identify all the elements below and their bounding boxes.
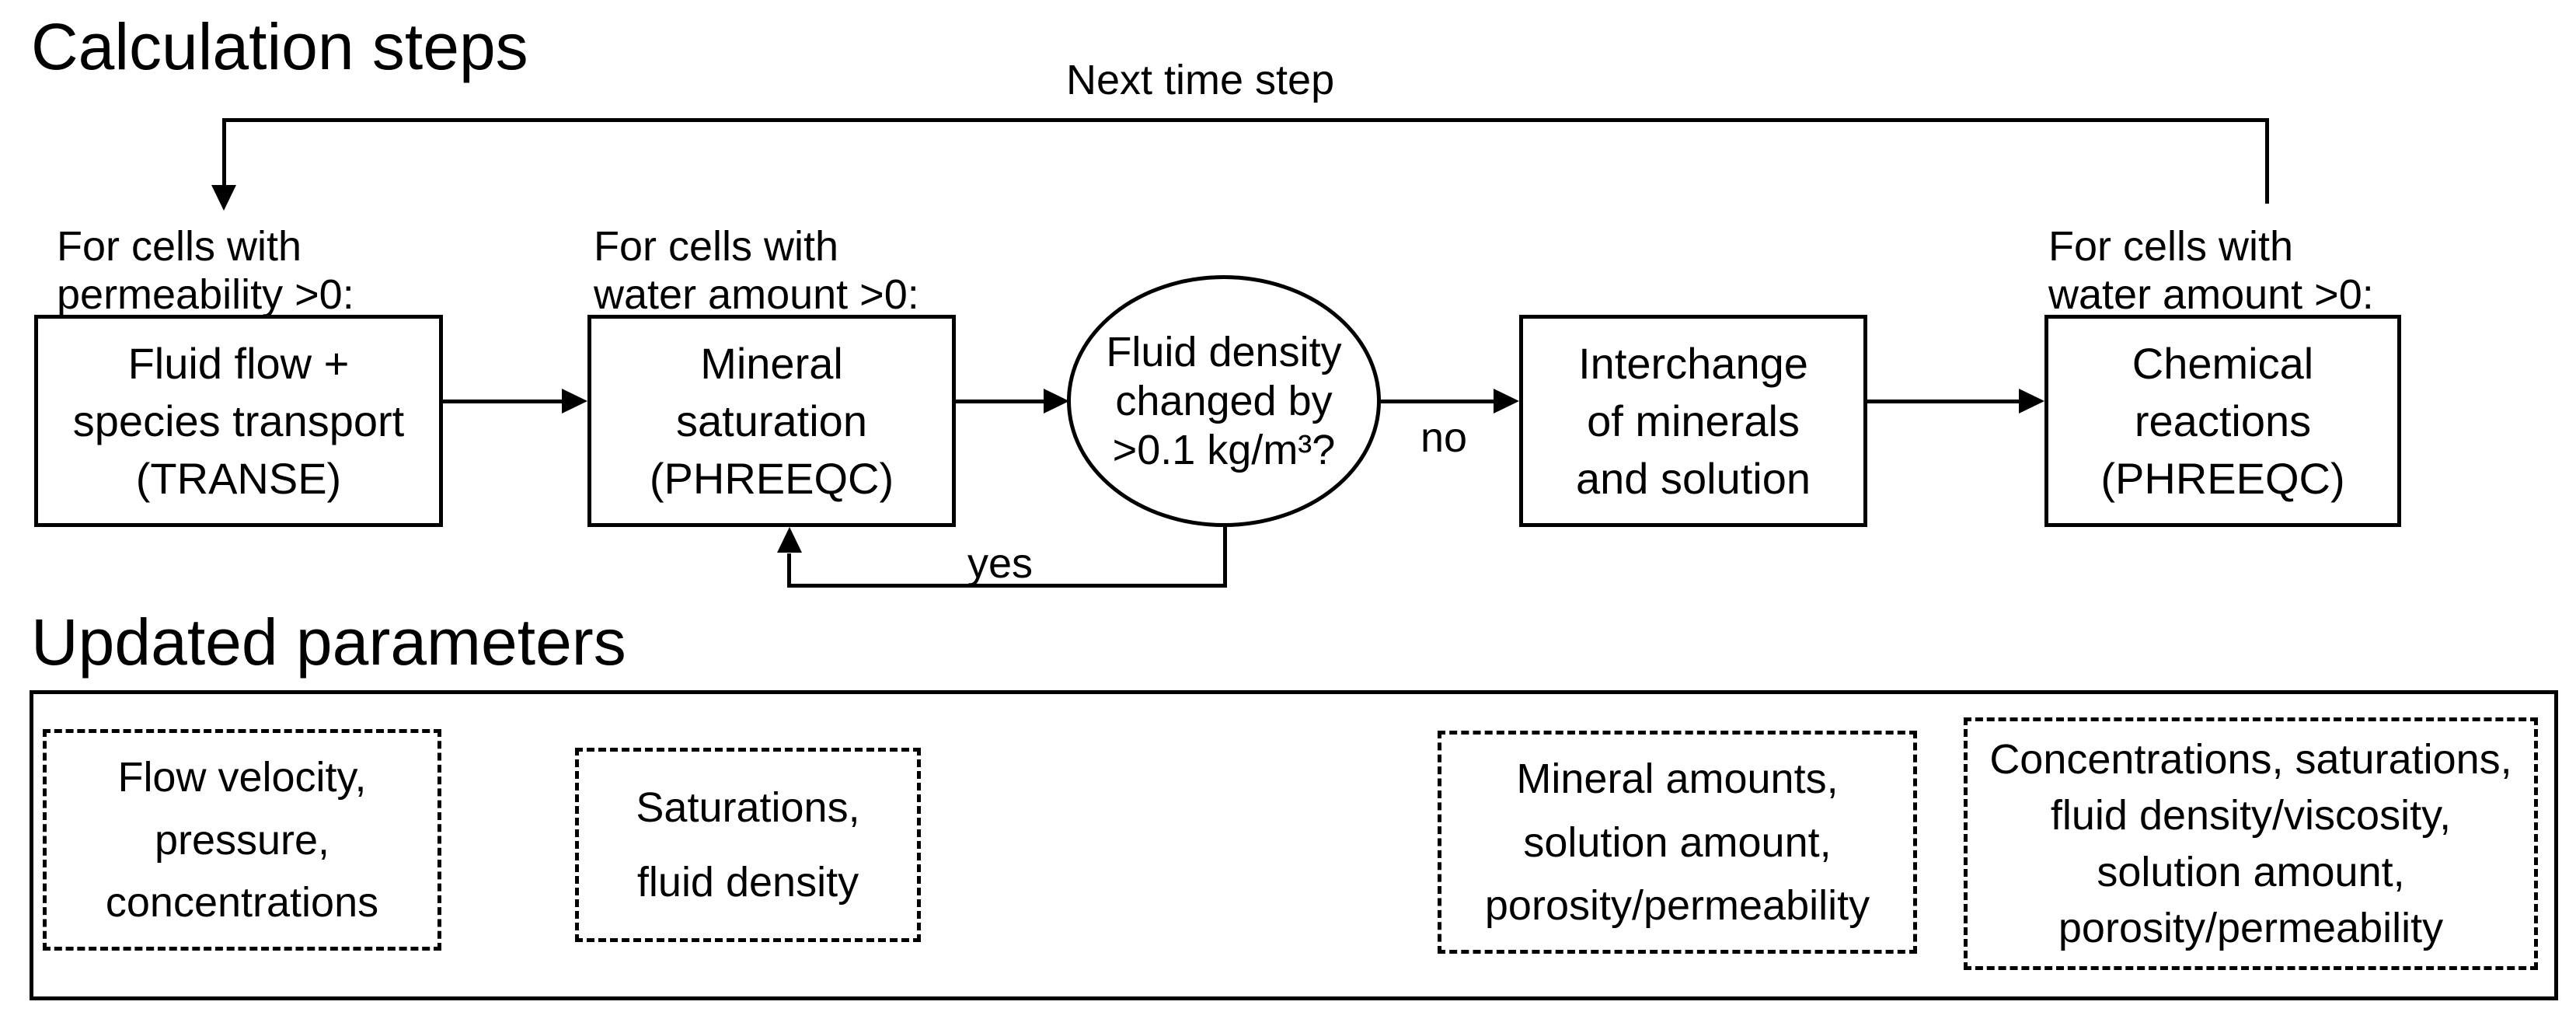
node-text-line: (TRANSE) <box>135 453 342 503</box>
node-text-line: Fluid flow + <box>127 338 350 388</box>
param-line: solution amount, <box>1523 818 1832 866</box>
node-text-line: Fluid density <box>1106 328 1342 375</box>
param-line: porosity/permeability <box>1484 881 1870 929</box>
condition-line: water amount >0: <box>594 271 919 318</box>
loop-line-horizontal <box>222 118 2269 122</box>
param-group-reactions: Concentrations, saturations, fluid densi… <box>1964 717 2538 970</box>
node-text-line: Mineral <box>700 338 843 388</box>
param-group-interchange: Mineral amounts, solution amount, porosi… <box>1438 731 1917 954</box>
arrowhead-right-icon <box>562 389 587 414</box>
node-text-line: and solution <box>1575 453 1811 503</box>
yes-loop-down-vertical <box>1223 525 1227 588</box>
node-fluid-flow-transport: Fluid flow + species transport (TRANSE) <box>34 315 443 527</box>
param-line: Flow velocity, <box>117 753 367 801</box>
node-text-line: Chemical <box>2132 338 2314 388</box>
updated-parameters-box <box>30 690 2558 1000</box>
condition-line: For cells with <box>57 223 302 270</box>
param-line: concentrations <box>105 879 379 927</box>
node-interchange: Interchange of minerals and solution <box>1519 315 1867 527</box>
node-text-line: (PHREEQC) <box>2100 453 2345 503</box>
condition-label-water-amount-1: For cells with water amount >0: <box>594 222 919 319</box>
condition-line: permeability >0: <box>57 271 354 318</box>
arrowhead-right-icon <box>1494 389 1519 414</box>
node-text-line: saturation <box>676 396 867 445</box>
node-text-line: changed by <box>1115 377 1333 424</box>
edge-interchange-to-reactions <box>1867 400 2021 403</box>
yes-loop-up-vertical <box>787 553 791 588</box>
param-line: Concentrations, saturations, <box>1989 735 2512 783</box>
edge-saturation-to-check <box>956 400 1046 403</box>
node-text-line: (PHREEQC) <box>649 453 894 503</box>
param-line: Mineral amounts, <box>1516 756 1839 803</box>
node-mineral-saturation: Mineral saturation (PHREEQC) <box>587 315 956 527</box>
arrowhead-right-icon <box>1044 389 1069 414</box>
param-line: pressure, <box>154 816 330 864</box>
arrowhead-up-icon <box>777 527 802 553</box>
node-text-line: Interchange <box>1578 338 1808 388</box>
edge-transport-to-saturation <box>443 400 564 403</box>
loop-line-left-vertical <box>222 118 226 188</box>
loop-arrowhead-down-icon <box>211 185 236 211</box>
node-text-line: of minerals <box>1587 396 1800 445</box>
condition-line: water amount >0: <box>2048 271 2374 318</box>
param-group-saturation: Saturations, fluid density <box>575 748 921 942</box>
arrowhead-right-icon <box>2019 389 2044 414</box>
node-text-line: reactions <box>2134 396 2312 445</box>
param-group-flow: Flow velocity, pressure, concentrations <box>43 729 441 951</box>
updated-parameters-title: Updated parameters <box>31 605 626 679</box>
param-line: solution amount, <box>2097 848 2405 895</box>
param-line: fluid density <box>636 859 859 906</box>
node-text-line: species transport <box>72 396 405 445</box>
node-density-check: Fluid density changed by >0.1 kg/m³? <box>1067 275 1381 527</box>
condition-label-permeability: For cells with permeability >0: <box>57 222 354 319</box>
param-line: fluid density/viscosity, <box>2050 792 2452 839</box>
condition-label-water-amount-2: For cells with water amount >0: <box>2048 222 2374 319</box>
calculation-steps-title: Calculation steps <box>31 10 528 83</box>
condition-line: For cells with <box>594 223 839 270</box>
next-time-step-label: Next time step <box>1066 57 1335 103</box>
node-chemical-reactions: Chemical reactions (PHREEQC) <box>2044 315 2401 527</box>
param-line: Saturations, <box>636 784 860 831</box>
yes-edge-label: yes <box>967 540 1034 587</box>
loop-line-right-vertical <box>2265 118 2269 204</box>
condition-line: For cells with <box>2048 223 2294 270</box>
no-edge-label: no <box>1420 414 1468 461</box>
param-line: porosity/permeability <box>2058 905 2444 952</box>
node-text-line: >0.1 kg/m³? <box>1112 426 1336 473</box>
yes-loop-horizontal <box>787 584 1227 588</box>
edge-check-to-interchange <box>1381 400 1496 403</box>
